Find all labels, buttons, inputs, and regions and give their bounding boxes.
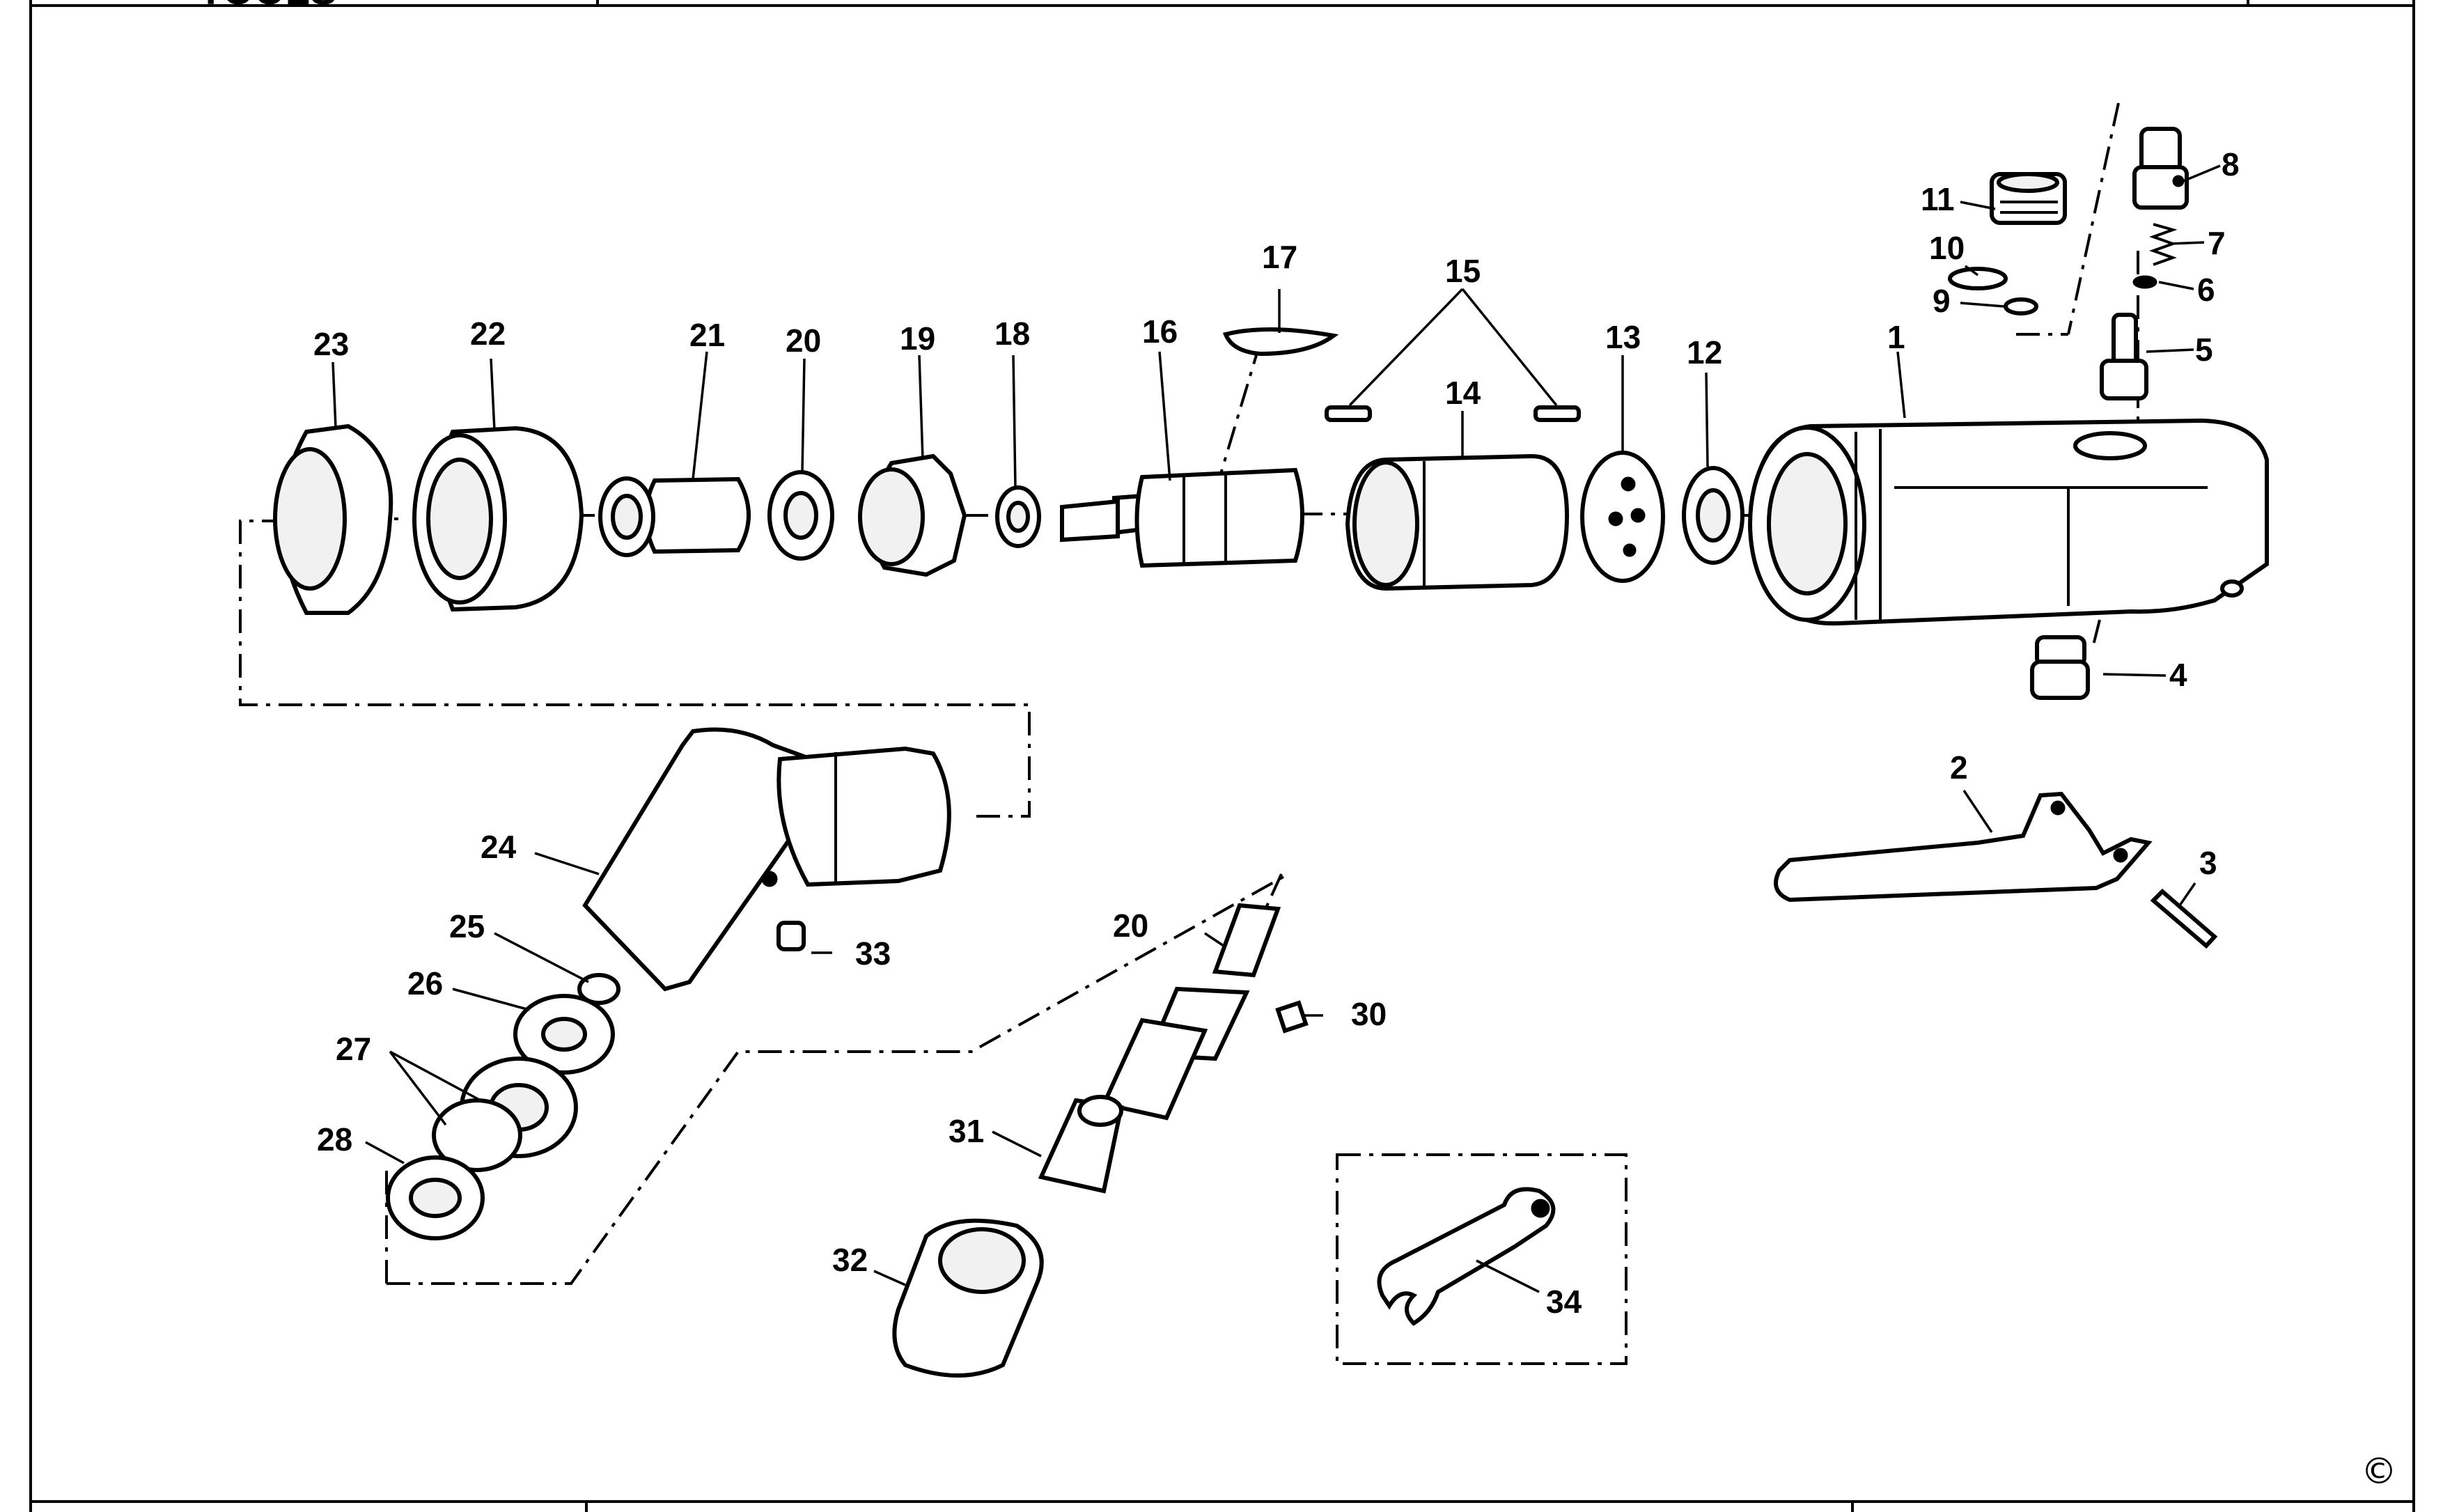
callout-19: 19 xyxy=(900,320,935,357)
callout-16: 16 xyxy=(1142,313,1178,350)
drawing-frame xyxy=(29,0,2415,1512)
part-26-lock-washer xyxy=(513,994,615,1075)
callout-27: 27 xyxy=(336,1031,371,1067)
callout-9: 9 xyxy=(1933,283,1951,319)
callout-25: 25 xyxy=(449,908,485,944)
part-34-wrench-box xyxy=(1336,1153,1628,1365)
part-24-angle-head xyxy=(582,727,951,992)
callout-33: 33 xyxy=(855,935,891,972)
callout-34: 34 xyxy=(1546,1284,1582,1320)
part-9-washer xyxy=(2004,297,2038,315)
callout-24: 24 xyxy=(481,829,517,865)
part-12-bearing xyxy=(1682,466,1745,565)
part-32-collet-nut xyxy=(892,1218,1044,1378)
callout-6: 6 xyxy=(2197,272,2215,308)
callout-5: 5 xyxy=(2195,332,2213,368)
callout-28: 28 xyxy=(317,1121,352,1158)
part-15-vanes xyxy=(1325,405,1581,422)
callout-2: 2 xyxy=(1950,749,1968,786)
callout-13: 13 xyxy=(1605,319,1641,355)
callout-23: 23 xyxy=(313,326,349,362)
callout-20a: 20 xyxy=(786,322,821,359)
callout-20b: 20 xyxy=(1113,907,1148,944)
part-13-end-plate xyxy=(1580,451,1665,583)
part-14-cylinder xyxy=(1345,453,1570,591)
leader-lines xyxy=(331,164,2221,1293)
part-18-washer xyxy=(995,485,1041,548)
callout-22: 22 xyxy=(470,315,506,352)
callout-11: 11 xyxy=(1921,181,1955,217)
callout-labels: 1 2 3 4 5 6 7 8 9 10 11 12 13 14 15 16 1… xyxy=(313,146,2240,1320)
part-16-rotor xyxy=(1060,467,1304,568)
part-10-oring xyxy=(1948,267,2008,290)
part-21-spindle xyxy=(598,476,751,557)
brand-logo: TOOLS xyxy=(198,0,337,13)
callout-3: 3 xyxy=(2199,845,2217,881)
part-23-collar-nut xyxy=(273,423,393,615)
callout-21: 21 xyxy=(689,317,725,353)
callout-8: 8 xyxy=(2222,146,2240,182)
part-27-bearings xyxy=(432,1057,578,1172)
callout-1: 1 xyxy=(1887,319,1905,355)
callout-10: 10 xyxy=(1929,230,1965,266)
part-20-bearing xyxy=(767,470,834,561)
callout-26: 26 xyxy=(407,965,443,1001)
callout-7: 7 xyxy=(2208,225,2226,261)
part-5-valve xyxy=(2100,313,2148,400)
copyright-mark: © xyxy=(2361,1451,2397,1492)
part-30-key xyxy=(1275,1000,1309,1034)
part-22-ring xyxy=(412,426,584,612)
callout-32: 32 xyxy=(832,1242,868,1278)
callout-18: 18 xyxy=(994,315,1030,352)
part-19-lock-nut xyxy=(858,453,967,577)
callout-15: 15 xyxy=(1445,253,1481,289)
part-11-plug xyxy=(1990,172,2067,225)
part-25-circlip xyxy=(577,973,620,1005)
part-4-bushing xyxy=(2030,635,2090,700)
part-1-housing xyxy=(1748,418,2269,626)
callout-4: 4 xyxy=(2169,657,2187,693)
part-31-collet xyxy=(1038,1095,1124,1194)
part-20-spindle-shaft xyxy=(1100,903,1281,1121)
part-28-nut xyxy=(386,1155,485,1240)
callout-12: 12 xyxy=(1687,334,1722,371)
part-33-screw xyxy=(776,921,806,951)
callout-14: 14 xyxy=(1445,375,1481,411)
part-17-blade xyxy=(1222,327,1339,357)
callout-30: 30 xyxy=(1351,996,1387,1032)
part-6-seal xyxy=(2132,275,2157,289)
part-3-pin xyxy=(2150,888,2218,949)
callout-31: 31 xyxy=(949,1113,984,1149)
callout-17: 17 xyxy=(1262,239,1297,275)
part-8-valve-plunger xyxy=(2132,127,2189,210)
part-2-handle xyxy=(1774,791,2153,903)
